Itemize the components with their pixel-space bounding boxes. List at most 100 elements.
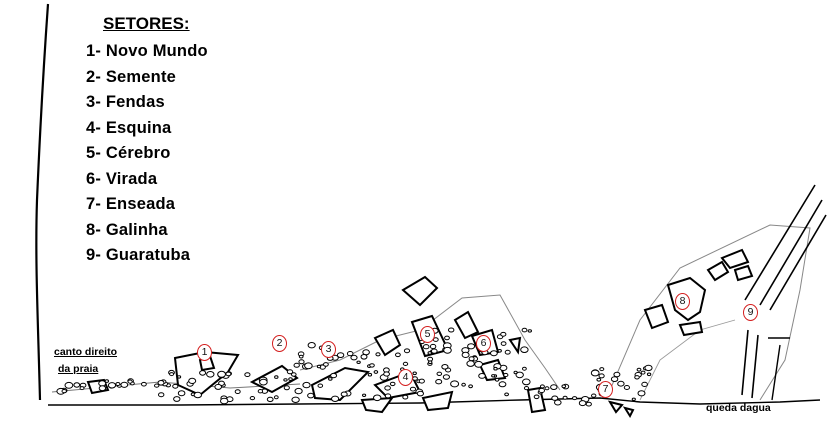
pebble [494, 377, 500, 382]
pebble [637, 390, 646, 397]
pebble [350, 354, 358, 361]
pebble [554, 399, 562, 406]
legend-item-galinha: 8- Galinha [86, 220, 168, 239]
sector-marker-3: 3 [321, 341, 336, 358]
ground-line [48, 397, 821, 406]
legend-title: SETORES: [103, 14, 190, 33]
pebble [550, 384, 558, 391]
pebble [461, 351, 470, 358]
cliff-edge-line [35, 3, 50, 401]
pebble [431, 348, 438, 354]
pebble [244, 372, 251, 378]
boulder [453, 310, 480, 340]
boulder [360, 396, 395, 414]
pebble [169, 372, 175, 377]
pebble [293, 362, 300, 368]
pebble [331, 395, 340, 402]
pebble [294, 387, 303, 395]
pebble [461, 382, 466, 387]
pebble [120, 381, 129, 388]
pebble [450, 380, 460, 388]
pebble [307, 392, 315, 399]
pebble [362, 393, 367, 397]
pebble [443, 346, 452, 354]
pebble [467, 343, 476, 350]
pebble [428, 360, 433, 365]
boulder [720, 248, 750, 270]
boulder [678, 320, 704, 337]
pebble [104, 379, 110, 383]
pebble [298, 354, 304, 359]
legend-item-fendas: 3- Fendas [86, 93, 165, 111]
pebble [598, 373, 605, 379]
pebble [468, 384, 474, 389]
pebble [617, 380, 625, 387]
pebble [631, 397, 636, 401]
pebble [500, 341, 507, 346]
sector-marker-4: 4 [398, 369, 413, 386]
pebble [504, 392, 510, 397]
sector-marker-9: 9 [743, 304, 758, 321]
pebble [436, 371, 443, 376]
sector-marker-8: 8 [675, 293, 690, 310]
pebble [172, 383, 179, 389]
pebble [500, 331, 507, 337]
waterfall-line [769, 214, 827, 311]
legend-item-guaratuba: 9- Guaratuba [86, 246, 191, 264]
pebble [367, 372, 373, 377]
pebble [199, 370, 207, 376]
pebble [304, 362, 313, 370]
pebble [634, 375, 640, 380]
pebble [520, 346, 529, 354]
pebble [298, 359, 305, 365]
sector-marker-7: 7 [598, 381, 613, 398]
pebble [328, 377, 333, 381]
pebble [317, 383, 324, 388]
pebble [497, 349, 502, 353]
pebble [521, 327, 528, 333]
pebble [402, 394, 409, 400]
pebble [330, 372, 338, 379]
pebble [283, 378, 288, 382]
legend-item-novo-mundo: 1- Novo Mundo [86, 42, 208, 60]
pebble [369, 363, 375, 368]
right-wall-inner [639, 319, 736, 401]
pebble [188, 377, 197, 384]
pebble [173, 396, 181, 402]
pebble [623, 385, 631, 390]
pebble [127, 379, 133, 384]
boulder [607, 400, 624, 414]
pebble [503, 372, 509, 378]
pebble [283, 385, 290, 391]
pebble [539, 384, 545, 389]
boulder [373, 328, 402, 357]
pebble [522, 366, 527, 371]
pebble [522, 378, 531, 386]
pebble [561, 384, 567, 389]
pebble [383, 371, 391, 377]
pebble [206, 371, 215, 378]
pebble [474, 360, 484, 368]
pebble [177, 390, 186, 397]
pebble [302, 381, 311, 389]
waterfall-line [751, 334, 759, 399]
boulder [622, 406, 635, 419]
pebble [373, 394, 382, 402]
pebble [468, 356, 475, 362]
pebble [323, 362, 329, 367]
pebble [266, 396, 274, 403]
pebble [249, 396, 256, 401]
pebble [416, 390, 424, 397]
pebble [389, 381, 396, 387]
pebble [533, 394, 540, 400]
pebble [373, 370, 379, 374]
pebble [527, 329, 532, 333]
pebble [412, 376, 418, 381]
boulder [733, 264, 754, 282]
pebble [412, 371, 417, 376]
pebble [154, 383, 160, 388]
boulder [310, 366, 371, 402]
pebble [504, 349, 511, 355]
pebble [257, 389, 264, 394]
pebble [360, 354, 368, 360]
